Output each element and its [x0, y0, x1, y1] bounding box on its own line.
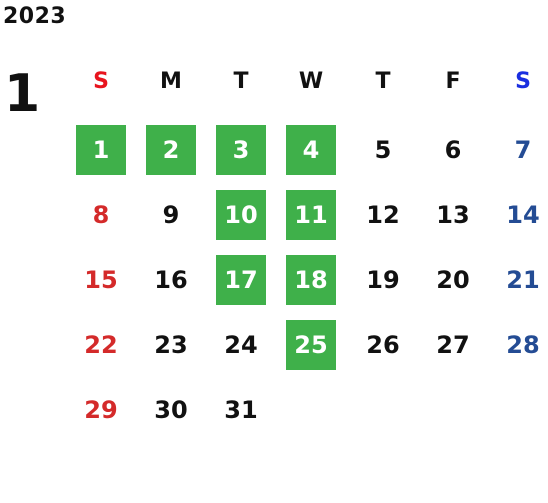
month-number: 1: [4, 64, 41, 124]
calendar-day[interactable]: 29: [84, 396, 118, 424]
calendar-day-highlighted[interactable]: 4: [286, 125, 336, 175]
calendar-day-highlighted[interactable]: 2: [146, 125, 196, 175]
weekday-header-3: W: [298, 69, 324, 94]
weekday-header-4: T: [375, 69, 391, 94]
calendar-day[interactable]: 7: [514, 136, 532, 164]
calendar-day[interactable]: 5: [374, 136, 392, 164]
calendar-day-highlighted[interactable]: 17: [216, 255, 266, 305]
calendar-day[interactable]: 6: [444, 136, 462, 164]
weekday-header-5: F: [445, 69, 461, 94]
year-label: 2023: [3, 4, 67, 29]
calendar-day[interactable]: 28: [506, 331, 540, 359]
calendar-day[interactable]: 26: [366, 331, 400, 359]
calendar-day[interactable]: 20: [436, 266, 470, 294]
calendar-day-highlighted[interactable]: 25: [286, 320, 336, 370]
calendar-day[interactable]: 8: [92, 201, 110, 229]
calendar-day-highlighted[interactable]: 10: [216, 190, 266, 240]
calendar-day[interactable]: 24: [224, 331, 258, 359]
calendar-day[interactable]: 23: [154, 331, 188, 359]
calendar-day[interactable]: 12: [366, 201, 400, 229]
weekday-header-1: M: [160, 69, 182, 94]
calendar-day[interactable]: 13: [436, 201, 470, 229]
weekday-header-2: T: [233, 69, 249, 94]
calendar-day-highlighted[interactable]: 11: [286, 190, 336, 240]
calendar-day[interactable]: 19: [366, 266, 400, 294]
weekday-header-6: S: [515, 69, 531, 94]
calendar-day[interactable]: 30: [154, 396, 188, 424]
calendar-day-highlighted[interactable]: 3: [216, 125, 266, 175]
calendar-day[interactable]: 16: [154, 266, 188, 294]
calendar-day-highlighted[interactable]: 18: [286, 255, 336, 305]
calendar-day[interactable]: 9: [162, 201, 180, 229]
calendar-day-highlighted[interactable]: 1: [76, 125, 126, 175]
calendar-day[interactable]: 27: [436, 331, 470, 359]
calendar-day[interactable]: 14: [506, 201, 540, 229]
calendar-day[interactable]: 21: [506, 266, 540, 294]
calendar-day[interactable]: 22: [84, 331, 118, 359]
calendar-day[interactable]: 15: [84, 266, 118, 294]
calendar-day[interactable]: 31: [224, 396, 258, 424]
weekday-header-0: S: [93, 69, 109, 94]
